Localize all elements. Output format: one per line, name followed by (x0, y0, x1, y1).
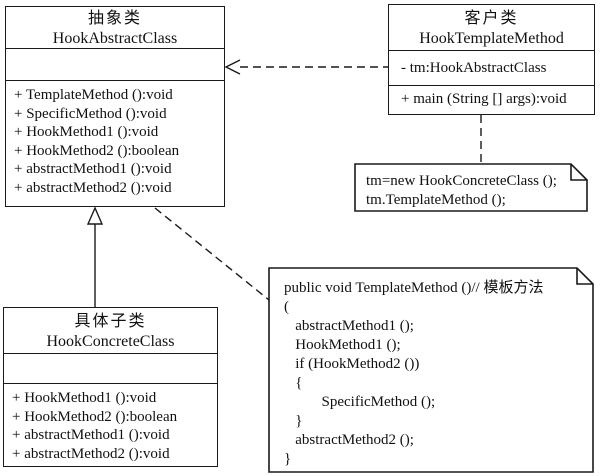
template-method-code-note: public void TemplateMethod ()// 模板方法 ( a… (284, 279, 589, 469)
class-stereotype-cn: 抽象类 (87, 10, 142, 27)
methods-compartment: + main (String [] args):void (389, 86, 594, 114)
method-line: + HookMethod2 ():boolean (12, 408, 178, 425)
generalization-arrow (86, 206, 104, 307)
note-code-line: abstractMethod1 (); (284, 318, 414, 334)
note-code-line: HookMethod1 (); (284, 337, 401, 353)
method-line: + main (String [] args):void (401, 91, 567, 107)
note-code-line: SpecificMethod (); (284, 394, 436, 410)
method-line: + HookMethod1 ():void (14, 124, 159, 141)
method-line: + SpecificMethod ():void (14, 105, 167, 122)
method-line: + HookMethod1 ():void (12, 390, 157, 406)
attribute-line: - tm:HookAbstractClass (401, 59, 547, 76)
open-arrowhead-icon (224, 59, 241, 75)
method-line: + HookMethod2 ():boolean (14, 142, 180, 159)
methods-compartment: + HookMethod1 ():void + HookMethod2 ():b… (4, 384, 217, 466)
class-box-hook-abstract-class: 抽象类 HookAbstractClass + TemplateMethod (… (5, 6, 225, 207)
note-code-line: tm=new HookConcreteClass (); (366, 173, 557, 189)
note-fold-icon (576, 268, 593, 285)
class-stereotype-cn: 客户类 (464, 10, 519, 27)
note-code-line: abstractMethod2 (); (284, 432, 414, 448)
class-title: 具体子类 HookConcreteClass (4, 308, 217, 354)
attributes-compartment-empty (4, 354, 217, 384)
class-stereotype-cn: 具体子类 (74, 313, 147, 330)
class-name: HookAbstractClass (52, 30, 178, 47)
note-code-line: ( (284, 299, 289, 315)
hollow-triangle-arrowhead-icon (86, 206, 104, 225)
methods-compartment: + TemplateMethod ():void + SpecificMetho… (6, 81, 224, 206)
class-title: 抽象类 HookAbstractClass (6, 7, 224, 49)
note-code-line: { (284, 375, 303, 391)
class-title: 客户类 HookTemplateMethod (389, 5, 594, 51)
method-line: + abstractMethod1 ():void (14, 161, 172, 178)
note-code-line: } (284, 413, 303, 429)
class-name: HookConcreteClass (46, 333, 175, 350)
method-line: + abstractMethod2 ():void (14, 179, 172, 196)
method-line: + abstractMethod1 ():void (12, 427, 170, 444)
client-code-note: tm=new HookConcreteClass (); tm.Template… (366, 172, 581, 210)
note-code-line: public void TemplateMethod ()// 模板方法 (284, 280, 544, 296)
attributes-compartment: - tm:HookAbstractClass (389, 51, 594, 86)
class-box-hook-concrete-class: 具体子类 HookConcreteClass + HookMethod1 ():… (3, 307, 218, 467)
attributes-compartment-empty (6, 49, 224, 81)
code-note-anchor-line (154, 207, 270, 301)
class-box-hook-template-method: 客户类 HookTemplateMethod - tm:HookAbstract… (388, 4, 595, 115)
client-code-note-shape (354, 163, 588, 212)
note-code-line: if (HookMethod2 ()) (284, 356, 420, 372)
template-method-code-note-shape (268, 267, 594, 473)
dependency-arrow (224, 59, 388, 75)
method-line: + abstractMethod2 ():void (12, 445, 170, 462)
note-code-line: tm.TemplateMethod (); (366, 192, 506, 208)
class-name: HookTemplateMethod (419, 30, 564, 47)
note-fold-icon (570, 164, 587, 181)
note-code-line: } (284, 451, 292, 467)
method-line: + TemplateMethod ():void (14, 87, 173, 103)
